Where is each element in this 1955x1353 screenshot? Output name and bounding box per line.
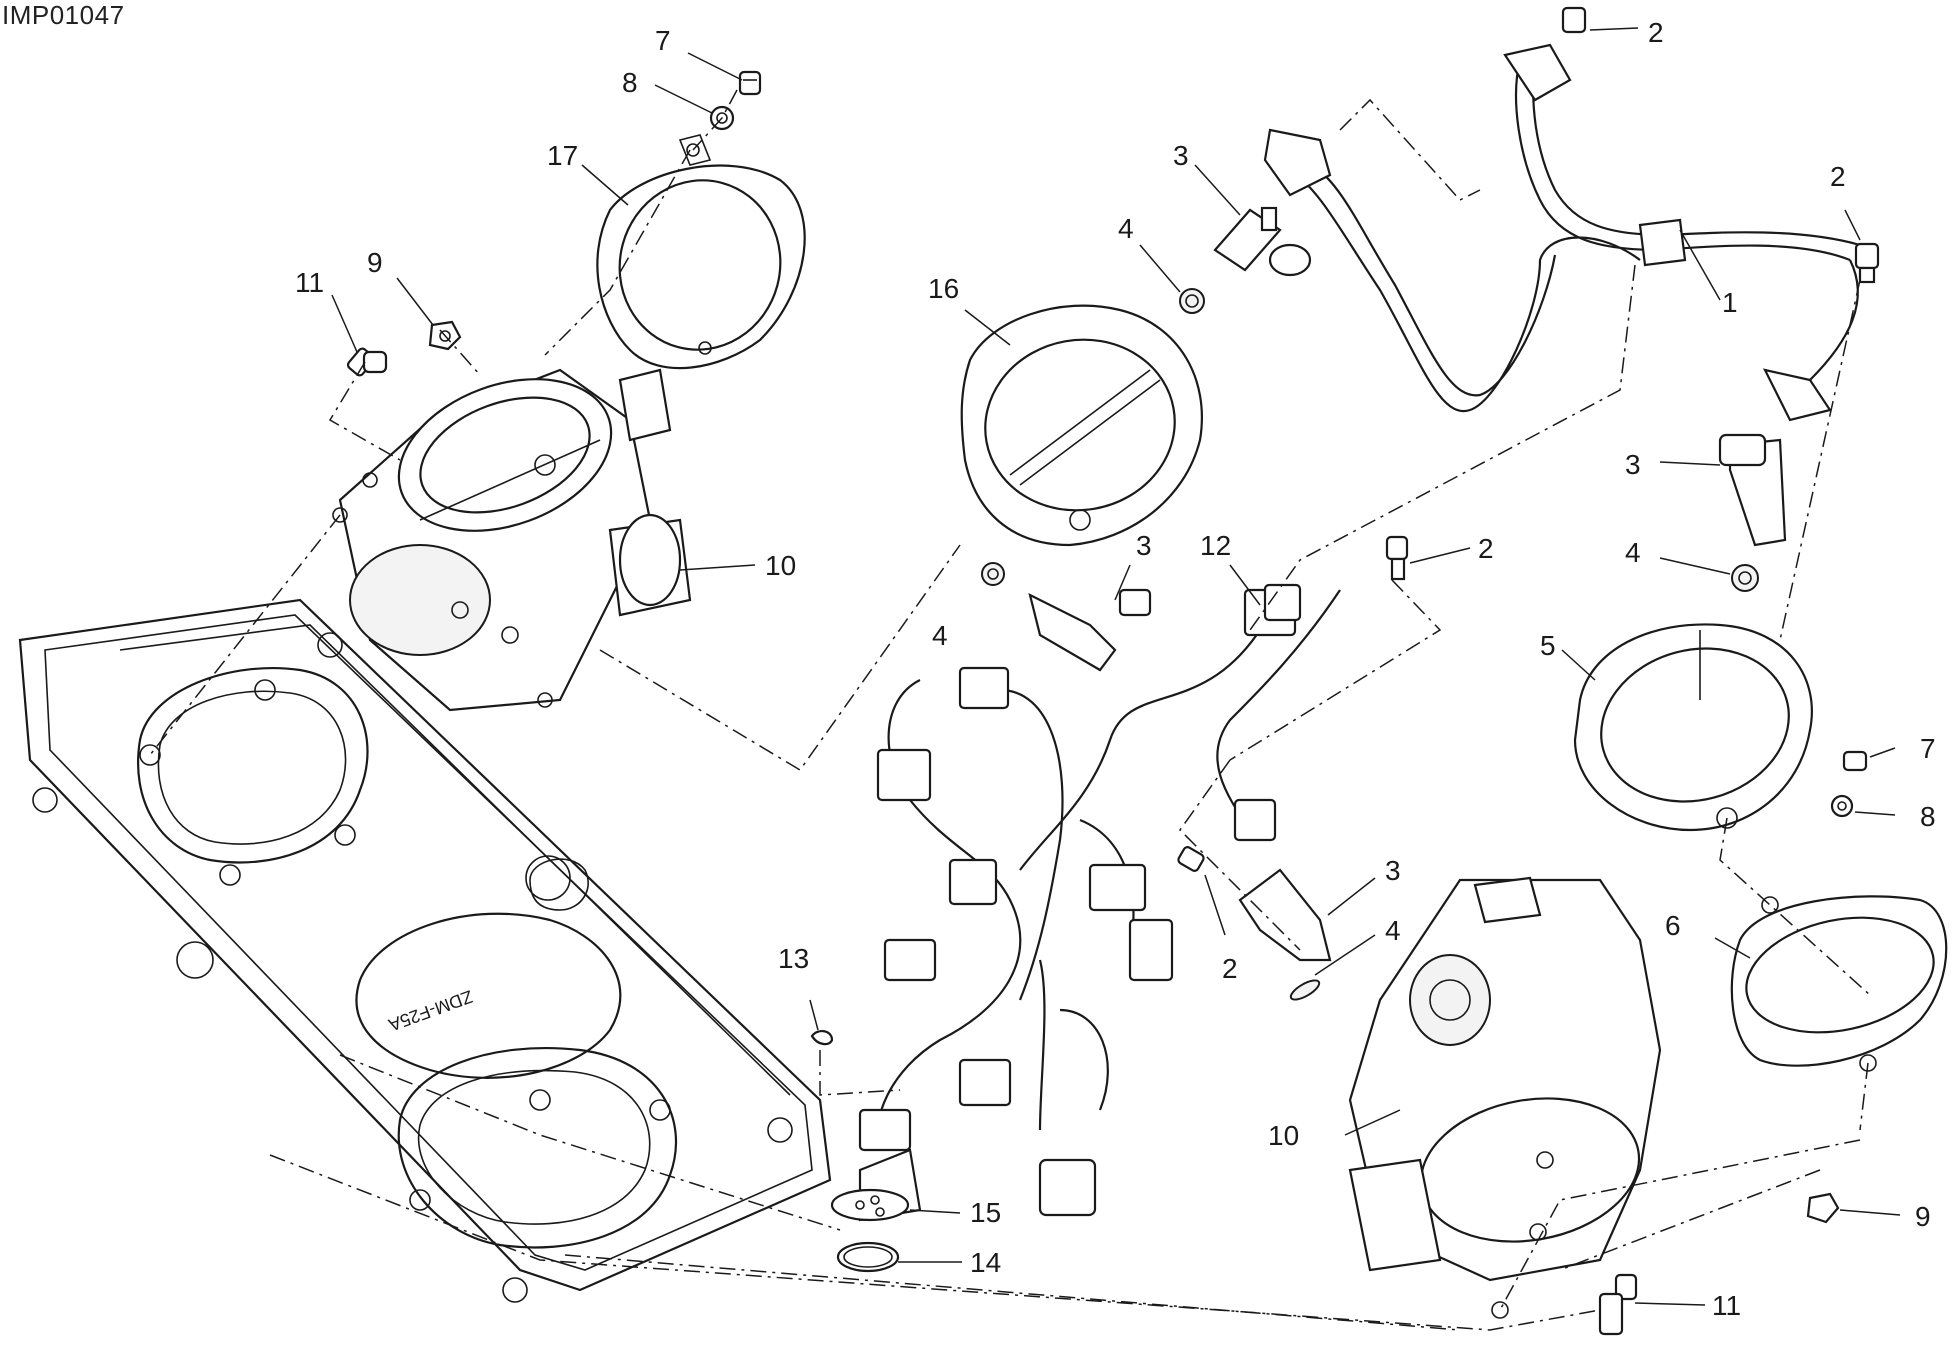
nut-9-right xyxy=(1806,1192,1840,1224)
screw-2-center xyxy=(1385,535,1409,581)
callout-2: 2 xyxy=(1222,953,1238,984)
airbox-base: ZDM-F25A xyxy=(18,598,832,1303)
callout-11: 11 xyxy=(295,267,324,298)
screw-7-left xyxy=(738,70,762,96)
injector-middle xyxy=(1028,588,1152,672)
callout-11: 11 xyxy=(1712,1290,1741,1321)
intake-flange-right xyxy=(1573,623,1813,832)
seal-ring-14 xyxy=(836,1241,900,1273)
fuel-hose-assembly xyxy=(1263,43,1861,422)
callout-3: 3 xyxy=(1136,530,1152,561)
intake-flange-left xyxy=(596,134,806,370)
callout-3: 3 xyxy=(1625,449,1641,480)
leader-lines xyxy=(331,27,1901,1306)
injector-top xyxy=(1213,206,1312,277)
callout-13: 13 xyxy=(778,943,809,974)
callout-10: 10 xyxy=(765,550,796,581)
callout-6: 6 xyxy=(1665,910,1681,941)
washer-8-right xyxy=(1830,794,1854,818)
callout-7: 7 xyxy=(1920,733,1936,764)
injector-right xyxy=(1718,433,1787,547)
callout-2: 2 xyxy=(1648,17,1664,48)
assembly-lines xyxy=(149,89,1871,1331)
oring-right xyxy=(1731,564,1759,592)
oring-lower xyxy=(1289,979,1321,1001)
callout-8: 8 xyxy=(622,67,638,98)
screw-2-right xyxy=(1854,242,1880,284)
callout-3: 3 xyxy=(1385,855,1401,886)
oring-middle xyxy=(981,562,1005,586)
screw-11-left xyxy=(346,347,388,377)
screw-11-right xyxy=(1598,1273,1638,1336)
airbox-left-port xyxy=(137,666,369,886)
callout-9: 9 xyxy=(1915,1201,1931,1232)
callout-10: 10 xyxy=(1268,1120,1299,1151)
callout-2: 2 xyxy=(1830,161,1846,192)
document-code: IMP01047 xyxy=(2,0,125,30)
connector-15 xyxy=(830,1148,922,1222)
callout-17: 17 xyxy=(547,140,578,171)
callout-4: 4 xyxy=(932,620,948,651)
callout-4: 4 xyxy=(1625,537,1641,568)
callout-15: 15 xyxy=(970,1197,1001,1228)
callout-1: 1 xyxy=(1722,287,1738,318)
screw-2-top xyxy=(1561,6,1587,34)
throttle-body-left xyxy=(332,368,692,712)
throttle-body-right xyxy=(1348,876,1662,1319)
wiring-harness xyxy=(858,583,1341,1217)
callout-9: 9 xyxy=(367,247,383,278)
callout-7: 7 xyxy=(655,25,671,56)
callout-4: 4 xyxy=(1385,915,1401,946)
screw-7-right xyxy=(1842,750,1868,772)
callout-14: 14 xyxy=(970,1247,1001,1278)
callout-5: 5 xyxy=(1540,630,1556,661)
intake-flange-center xyxy=(960,304,1203,547)
injector-lower xyxy=(1238,868,1332,962)
callout-3: 3 xyxy=(1173,140,1189,171)
intake-adapter-right xyxy=(1730,895,1948,1072)
callout-16: 16 xyxy=(928,273,959,304)
callout-4: 4 xyxy=(1118,213,1134,244)
airbox-right-port xyxy=(397,1046,678,1249)
callout-12: 12 xyxy=(1200,530,1231,561)
clip-13 xyxy=(810,1030,834,1046)
callout-2: 2 xyxy=(1478,533,1494,564)
screw-2-lower xyxy=(1177,846,1205,872)
oring-top xyxy=(1179,288,1205,314)
callout-8: 8 xyxy=(1920,801,1936,832)
callout-labels: 7 8 17 9 11 10 3 4 16 2 2 1 3 4 5 7 8 6 … xyxy=(295,17,1936,1321)
